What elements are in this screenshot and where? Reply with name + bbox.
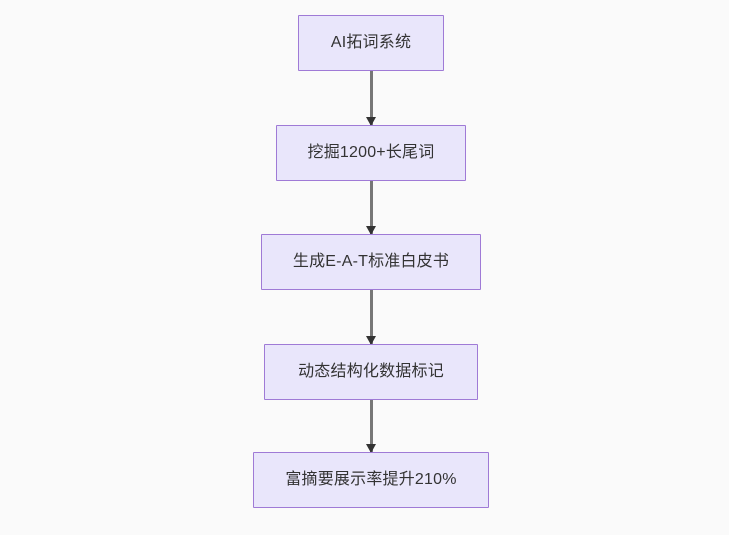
flow-node-mine-longtail-keywords[interactable]: 挖掘1200+长尾词 xyxy=(276,125,466,181)
connector-line xyxy=(369,290,373,344)
flow-node-ai-keyword-system[interactable]: AI拓词系统 xyxy=(298,15,444,71)
flow-node-label: 生成E-A-T标准白皮书 xyxy=(292,253,450,271)
connector-line xyxy=(369,400,373,452)
flow-node-label: 挖掘1200+长尾词 xyxy=(307,144,435,162)
flow-node-rich-snippet-impression-lift[interactable]: 富摘要展示率提升210% xyxy=(253,452,489,508)
connector-line xyxy=(369,181,373,234)
flow-node-generate-eat-whitepaper[interactable]: 生成E-A-T标准白皮书 xyxy=(261,234,481,290)
flow-node-dynamic-structured-data-markup[interactable]: 动态结构化数据标记 xyxy=(264,344,478,400)
flow-node-label: AI拓词系统 xyxy=(330,34,412,52)
flow-node-label: 富摘要展示率提升210% xyxy=(285,471,457,489)
connector-line xyxy=(369,71,373,125)
flow-node-label: 动态结构化数据标记 xyxy=(298,363,444,381)
